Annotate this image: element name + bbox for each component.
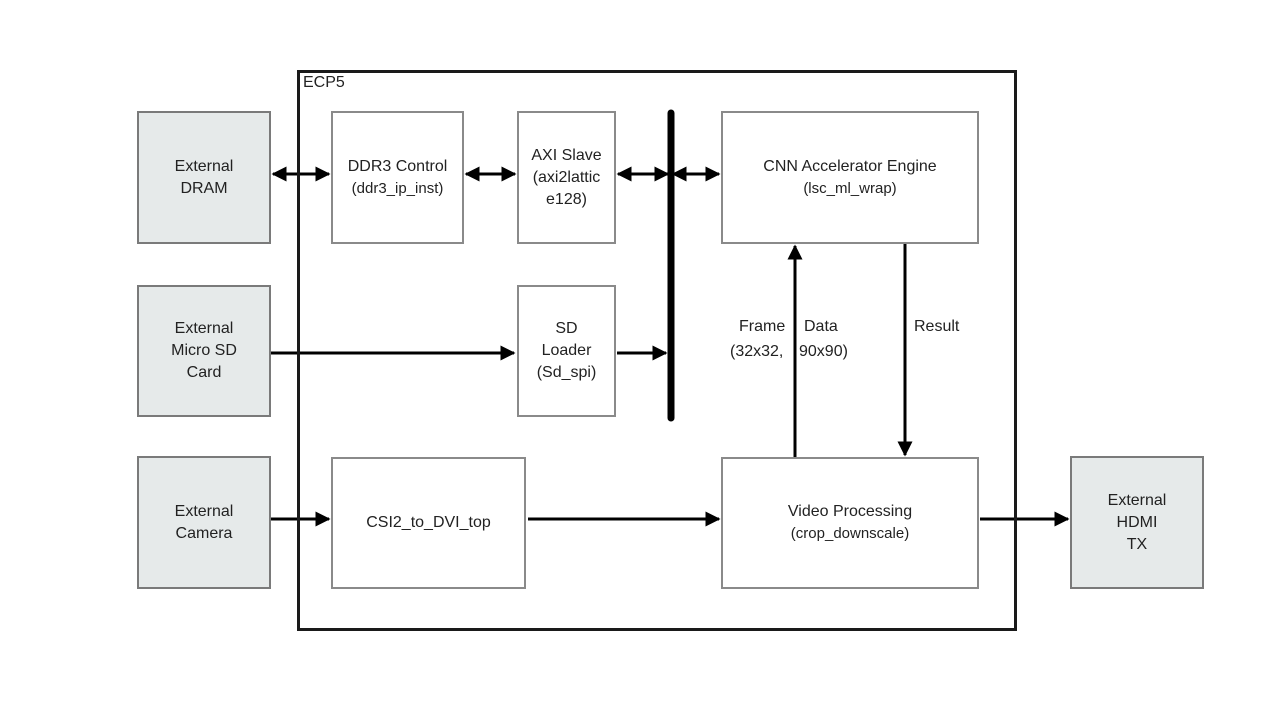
axi-line3: e128) xyxy=(546,190,587,208)
external-microsd-block: External Micro SD Card xyxy=(137,285,271,417)
axi-slave-block: AXI Slave (axi2lattic e128) xyxy=(517,111,616,244)
external-hdmi-line2: HDMI xyxy=(1116,513,1158,531)
external-hdmi-line3: TX xyxy=(1126,535,1148,553)
external-microsd-line1: External xyxy=(174,320,234,337)
external-camera-block: External Camera xyxy=(137,456,271,589)
external-camera-line2: Camera xyxy=(175,524,233,542)
axi-line2: (axi2lattic xyxy=(532,168,601,186)
external-hdmi-block: External HDMI TX xyxy=(1070,456,1204,589)
external-microsd-line2: Micro SD xyxy=(171,342,237,359)
frame-data-label-left1: Frame xyxy=(739,318,786,335)
sdloader-line3: (Sd_spi) xyxy=(536,364,597,381)
external-camera-line1: External xyxy=(174,502,234,520)
cnn-accelerator-block: CNN Accelerator Engine (lsc_ml_wrap) xyxy=(721,111,979,244)
ddr3-control-block: DDR3 Control (ddr3_ip_inst) xyxy=(331,111,464,244)
sdloader-line2: Loader xyxy=(541,342,592,359)
external-dram-line1: External xyxy=(174,157,234,175)
frame-data-label-right2: 90x90) xyxy=(799,343,848,360)
ecp5-fpga-boundary xyxy=(297,70,1017,631)
csi2-to-dvi-block: CSI2_to_DVI_top xyxy=(331,457,526,589)
external-dram-block: External DRAM xyxy=(137,111,271,244)
external-hdmi-line1: External xyxy=(1107,491,1167,509)
sd-loader-block: SD Loader (Sd_spi) xyxy=(517,285,616,417)
result-label: Result xyxy=(914,318,960,335)
ecp5-label: ECP5 xyxy=(303,74,345,91)
sdloader-line1: SD xyxy=(555,320,578,337)
external-dram-line2: DRAM xyxy=(180,179,228,197)
csi2-title: CSI2_to_DVI_top xyxy=(366,514,491,531)
ddr3-title: DDR3 Control xyxy=(347,157,448,175)
cnn-title: CNN Accelerator Engine xyxy=(763,157,937,175)
frame-data-label-right1: Data xyxy=(804,318,838,335)
external-microsd-line3: Card xyxy=(186,364,222,381)
video-instance: (crop_downscale) xyxy=(790,525,910,542)
frame-data-label-left2: (32x32, xyxy=(730,343,784,360)
cnn-instance: (lsc_ml_wrap) xyxy=(803,179,897,197)
ddr3-instance: (ddr3_ip_inst) xyxy=(351,179,444,197)
axi-line1: AXI Slave xyxy=(531,146,602,164)
video-title: Video Processing xyxy=(787,503,913,520)
video-processing-block: Video Processing (crop_downscale) xyxy=(721,457,979,589)
